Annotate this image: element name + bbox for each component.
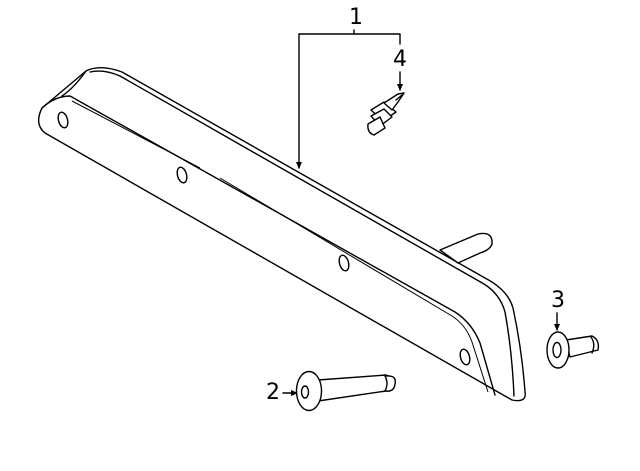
bulb-socket (367, 92, 405, 136)
callout-1-label: 1 (349, 5, 363, 30)
callout-1-leader (296, 29, 401, 169)
brake-lamp-housing (37, 67, 526, 402)
screw-3 (546, 331, 600, 369)
callout-3-label: 3 (551, 288, 565, 313)
callout-4-label: 4 (393, 47, 407, 72)
bolt-2 (295, 370, 396, 412)
callout-2-label: 2 (266, 380, 280, 405)
